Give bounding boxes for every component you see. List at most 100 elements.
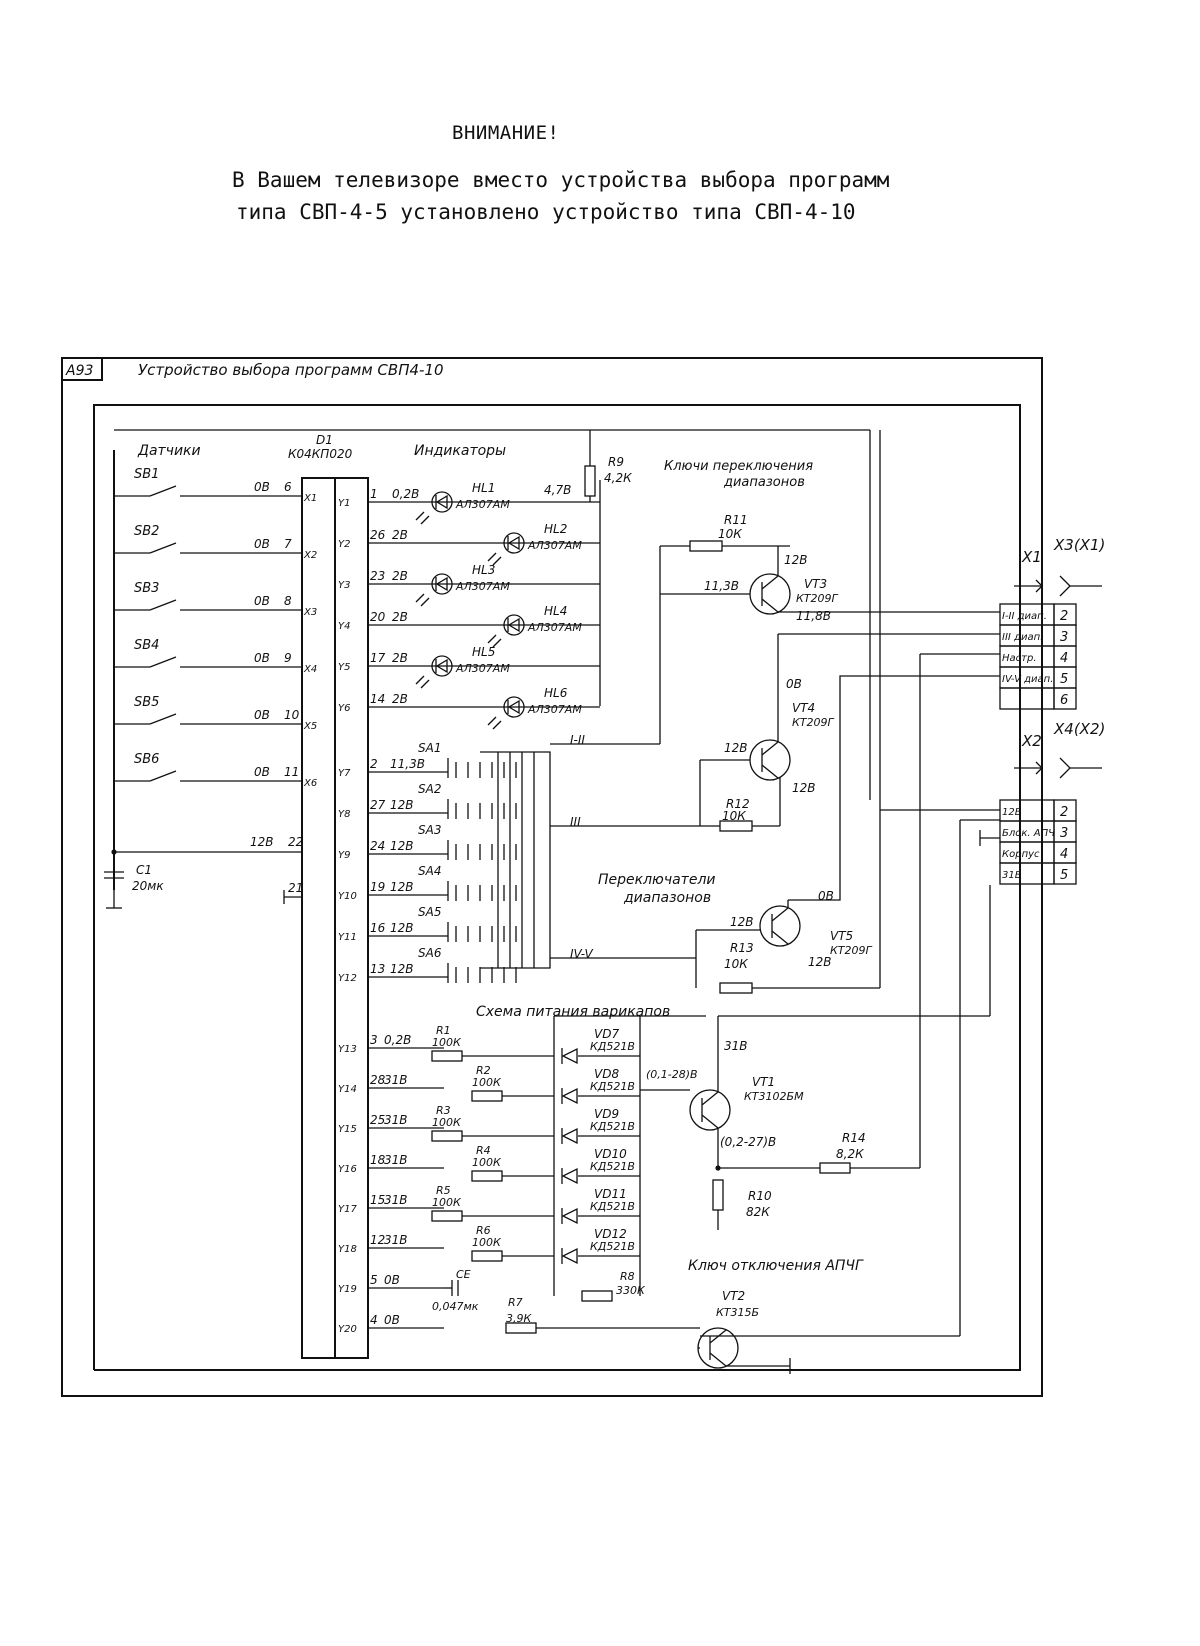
diode-name: VD12 <box>594 1227 627 1241</box>
diode-type: КД521В <box>590 1200 635 1213</box>
led-type: АЛ307АМ <box>455 662 510 675</box>
chip-output: Y19 <box>338 1284 357 1295</box>
varicap-voltage: 31В <box>384 1153 408 1167</box>
chip-output: Y13 <box>338 1044 357 1055</box>
band-label: IV-V <box>570 947 594 961</box>
vt5-c-v: 12В <box>808 955 832 969</box>
resistor-r13 <box>720 983 752 993</box>
vt1-name: VT1 <box>752 1075 775 1089</box>
chip-output: Y3 <box>338 580 350 591</box>
x2-pin-number: 3 <box>1060 826 1068 841</box>
x2-pin-label: 12В <box>1002 807 1022 818</box>
chip-output: Y14 <box>338 1084 357 1095</box>
x4-plug-icon <box>1060 758 1070 778</box>
chip-input: X4 <box>303 664 317 675</box>
led-name: HL6 <box>544 686 568 700</box>
block-title: Устройство выбора программ СВП4-10 <box>138 361 444 379</box>
switch-voltage: 12В <box>390 921 414 935</box>
x2-mate: X4(X2) <box>1053 720 1105 738</box>
sensor-voltage: 0В <box>254 480 270 494</box>
chip-input: X3 <box>303 607 317 618</box>
chip-output: Y20 <box>338 1324 357 1335</box>
vt1-b-v: (0,1-28)В <box>646 1068 698 1081</box>
x3-plug-icon <box>1060 576 1070 596</box>
chip-output: Y18 <box>338 1244 357 1255</box>
agc-key-title: Ключ отключения АПЧГ <box>688 1258 864 1274</box>
switch-voltage: 12В <box>390 880 414 894</box>
varicap-pin: 12 <box>370 1233 385 1247</box>
sensor-voltage: 0В <box>254 765 270 779</box>
x1-name: X1 <box>1021 548 1042 566</box>
sensor-voltage: 0В <box>254 537 270 551</box>
diode-name: VD9 <box>594 1107 619 1121</box>
band-label: III <box>570 815 581 829</box>
r13-name: R13 <box>730 941 754 955</box>
r14-value: 8,2К <box>836 1147 864 1161</box>
sensor-voltage: 0В <box>254 594 270 608</box>
gnd-pin: 21 <box>288 881 303 895</box>
chip-output: Y1 <box>338 498 350 509</box>
x2-pin-label: Блок. АПЧ <box>1002 828 1055 839</box>
led-pin: 20 <box>370 610 386 624</box>
r12-value: 10К <box>722 809 746 823</box>
chip-type: К04КП020 <box>288 447 353 461</box>
vt4-b-v: 12В <box>724 741 748 755</box>
transistor-vt5 <box>760 906 800 946</box>
vt4-e-v: 0В <box>786 677 802 691</box>
r10-name: R10 <box>748 1189 772 1203</box>
x2-pin-number: 4 <box>1060 847 1068 862</box>
led-voltage: 0,2В <box>392 487 419 501</box>
sensor-name: SB2 <box>134 524 159 539</box>
diode-icon <box>563 1169 577 1183</box>
resistor-R4 <box>472 1171 502 1181</box>
led-pin: 17 <box>370 651 386 665</box>
resistor-R1 <box>432 1051 462 1061</box>
vt5-type: КТ209Г <box>830 944 873 957</box>
transistor-emitter <box>710 1353 726 1366</box>
r9-value: 4,2К <box>604 471 632 485</box>
vt1-e-v: (0,2-27)В <box>720 1135 776 1149</box>
led-voltage: 2В <box>392 692 408 706</box>
switch-pin: 19 <box>370 880 385 894</box>
led-pin: 23 <box>370 569 385 583</box>
diode-icon <box>563 1049 577 1063</box>
varicap-pin: 25 <box>370 1113 385 1127</box>
chip-input: X5 <box>303 721 317 732</box>
r8-value: 330К <box>616 1284 646 1297</box>
transistor-emitter <box>762 599 778 612</box>
light-arrow-icon <box>416 594 424 602</box>
cap-name: C1 <box>136 863 152 877</box>
sensor-pin: 7 <box>284 537 292 551</box>
chip-ref: D1 <box>316 433 333 447</box>
varicap-pin: 4 <box>370 1313 378 1327</box>
varicap-title: Схема питания варикапов <box>476 1004 670 1020</box>
diode-name: VD11 <box>594 1187 627 1201</box>
chip-output: Y4 <box>338 621 350 632</box>
r9-name: R9 <box>608 455 624 469</box>
sensor-switch <box>150 600 176 610</box>
vt4-type: КТ209Г <box>792 716 835 729</box>
light-arrow-icon <box>488 717 496 725</box>
led-type: АЛ307АМ <box>455 498 510 511</box>
x1-pin-label: Настр. <box>1002 653 1037 664</box>
switch-name: SA5 <box>418 905 441 919</box>
ce-name: CE <box>456 1268 471 1281</box>
led-type: АЛ307АМ <box>527 539 582 552</box>
varicap-voltage: 31В <box>384 1073 408 1087</box>
chip-output: Y6 <box>338 703 350 714</box>
sensor-switch <box>150 714 176 724</box>
vt3-name: VT3 <box>804 577 827 591</box>
r8-name: R8 <box>620 1270 635 1283</box>
diode-icon <box>563 1129 577 1143</box>
diode-type: КД521В <box>590 1240 635 1253</box>
led-name: HL1 <box>472 481 495 495</box>
switch-voltage: 12В <box>390 798 414 812</box>
resistor-R3 <box>432 1131 462 1141</box>
varicap-pin: 3 <box>370 1033 378 1047</box>
x1-pin-label: IV-V диап. <box>1002 674 1053 685</box>
varicap-r-value: 100К <box>432 1196 462 1209</box>
x1-pin-number: 4 <box>1060 651 1068 666</box>
transistor-collector <box>762 576 778 589</box>
led-pin: 14 <box>370 692 385 706</box>
